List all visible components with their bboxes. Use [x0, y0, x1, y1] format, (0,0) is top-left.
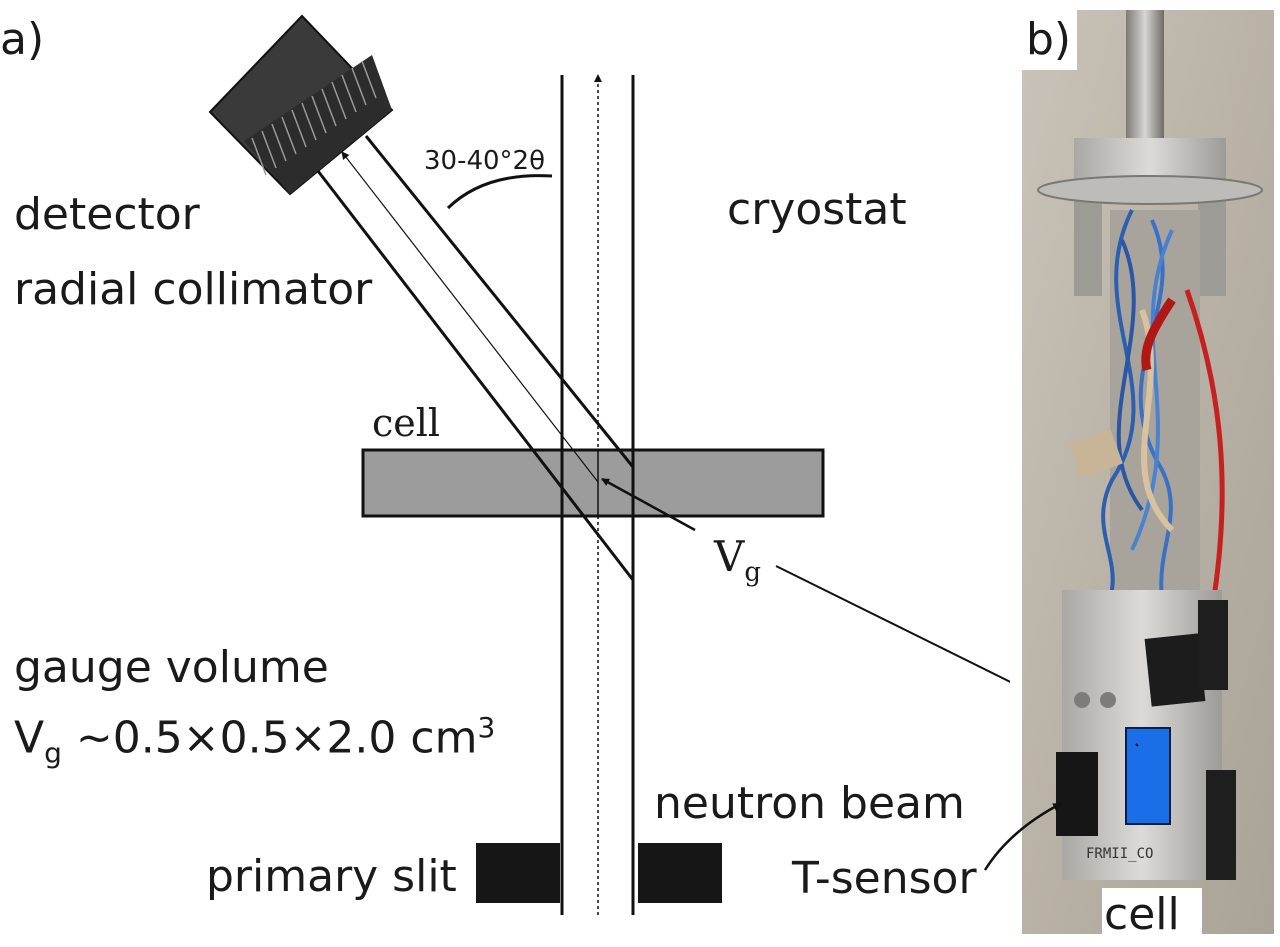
- primary-slit-right: [638, 843, 722, 903]
- panel-a-label: a): [0, 14, 45, 65]
- vg-subscript: g: [744, 557, 761, 588]
- radial-collimator-label: radial collimator: [14, 264, 373, 315]
- gauge-volume-highlight: [1125, 727, 1171, 825]
- vg-pointer-arrow: [601, 477, 696, 532]
- panel-b-label: b): [1026, 14, 1072, 65]
- gauge-formula-dims: ~0.5×0.5×2.0 cm: [61, 712, 478, 764]
- collimator-line-right: [364, 135, 635, 468]
- cell-photo: FRMII_CO: [1022, 10, 1274, 934]
- angle-label: 30-40°2θ: [424, 146, 545, 176]
- cryostat-label: cryostat: [727, 184, 907, 235]
- photo-marking-text: FRMII_CO: [1086, 846, 1153, 862]
- gauge-volume-label: gauge volume: [14, 642, 329, 693]
- gauge-volume-formula: Vg ~0.5×0.5×2.0 cm3: [14, 714, 495, 767]
- gauge-formula-sub: g: [44, 736, 62, 770]
- gauge-formula-v: V: [14, 712, 45, 764]
- vg-connector-line: [775, 565, 1010, 683]
- detector-label: detector: [14, 189, 200, 240]
- photo-cell-label: cell: [1104, 889, 1180, 940]
- t-sensor-label: T-sensor: [792, 853, 977, 904]
- cell-bar: [361, 448, 825, 518]
- vg-symbol: V: [714, 532, 745, 581]
- cell-label: cell: [372, 401, 441, 445]
- neutron-beam-label: neutron beam: [654, 778, 965, 829]
- diffracted-beam-line: [341, 151, 599, 483]
- primary-slit-label: primary slit: [206, 851, 457, 902]
- schematic-diagram: [208, 14, 1010, 915]
- detector-icon: [208, 14, 394, 196]
- angle-arc: [446, 174, 553, 210]
- collimator-line-left: [316, 170, 635, 581]
- vg-label: Vg: [714, 536, 761, 588]
- gauge-formula-sup: 3: [477, 711, 496, 744]
- primary-slit-left: [476, 843, 560, 903]
